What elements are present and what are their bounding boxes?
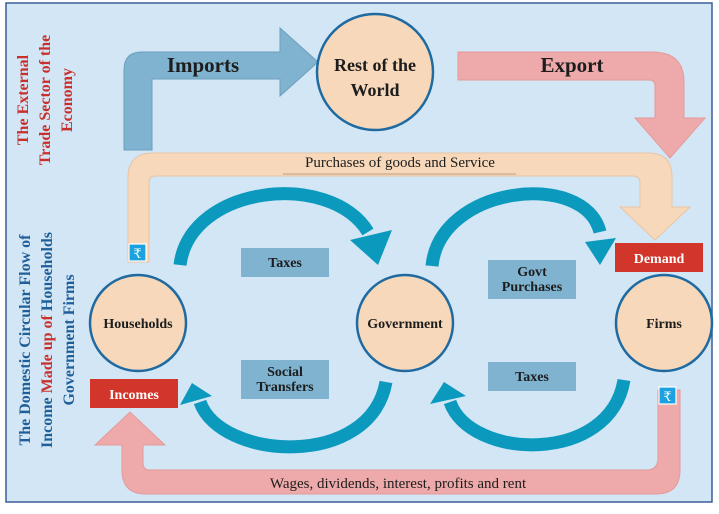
rest-of-world-line2: World (350, 80, 399, 100)
rest-of-world-line1: Rest of the (334, 55, 416, 75)
households-label: Households (103, 317, 173, 332)
government-label: Government (367, 317, 443, 332)
domestic-title-made-up-of: Made up of (39, 314, 56, 393)
node-firms[interactable]: Firms (614, 273, 714, 373)
purchases-label: Purchases of goods and Service (305, 155, 495, 171)
external-title-line3: Economy (59, 68, 76, 132)
imports-label: Imports (167, 53, 239, 77)
external-sector-title: The External Trade Sector of the Economy (15, 35, 76, 165)
label-social-transfers: Social Transfers (241, 360, 329, 399)
demand-badge: Demand (615, 243, 703, 272)
flow-arrow-firms-to-government (430, 378, 631, 452)
rupee-badge-firms: ₹ (658, 386, 677, 405)
flow-arrow-households-to-government (173, 187, 392, 267)
domestic-title-line2: Income Made up of Households (39, 232, 56, 448)
rupee-icon: ₹ (133, 246, 141, 261)
firms-label: Firms (646, 317, 682, 332)
label-taxes-firms: Taxes (488, 362, 576, 391)
govt-purchases-line2: Purchases (502, 280, 563, 295)
wages-arrow: Wages, dividends, interest, profits and … (93, 389, 681, 495)
node-rest-of-world[interactable]: Rest of the World (315, 12, 435, 132)
social-transfers-line1: Social (267, 365, 303, 380)
social-transfers-line2: Transfers (256, 380, 314, 395)
incomes-label: Incomes (109, 388, 159, 403)
imports-arrow: Imports (123, 26, 319, 151)
rupee-icon: ₹ (663, 389, 671, 404)
export-label: Export (541, 53, 604, 77)
rupee-badge-households: ₹ (128, 243, 147, 262)
export-arrow: Export (457, 51, 707, 159)
domestic-title-line3: Government Firms (61, 274, 78, 405)
domestic-title-households: Households (39, 232, 56, 315)
purchases-arrow: Purchases of goods and Service (127, 152, 692, 263)
flow-arrow-government-to-households (180, 380, 393, 454)
govt-purchases-line1: Govt (517, 265, 547, 280)
external-title-line2: Trade Sector of the (37, 35, 54, 165)
domestic-flow-title: The Domestic Circular Flow of Income Mad… (17, 232, 78, 448)
label-govt-purchases: Govt Purchases (488, 260, 576, 299)
demand-label: Demand (634, 252, 685, 267)
taxes-label: Taxes (268, 256, 302, 271)
node-households[interactable]: Households (88, 273, 188, 373)
domestic-title-income: Income (39, 393, 56, 448)
wages-label: Wages, dividends, interest, profits and … (270, 476, 527, 492)
label-taxes-households: Taxes (241, 248, 329, 277)
incomes-badge: Incomes (90, 379, 178, 408)
external-title-line1: The External (15, 54, 32, 145)
flow-arrow-government-to-firms (425, 187, 616, 268)
node-government[interactable]: Government (355, 273, 455, 373)
domestic-title-line1: The Domestic Circular Flow of (17, 234, 34, 446)
taxes-label: Taxes (515, 370, 549, 385)
